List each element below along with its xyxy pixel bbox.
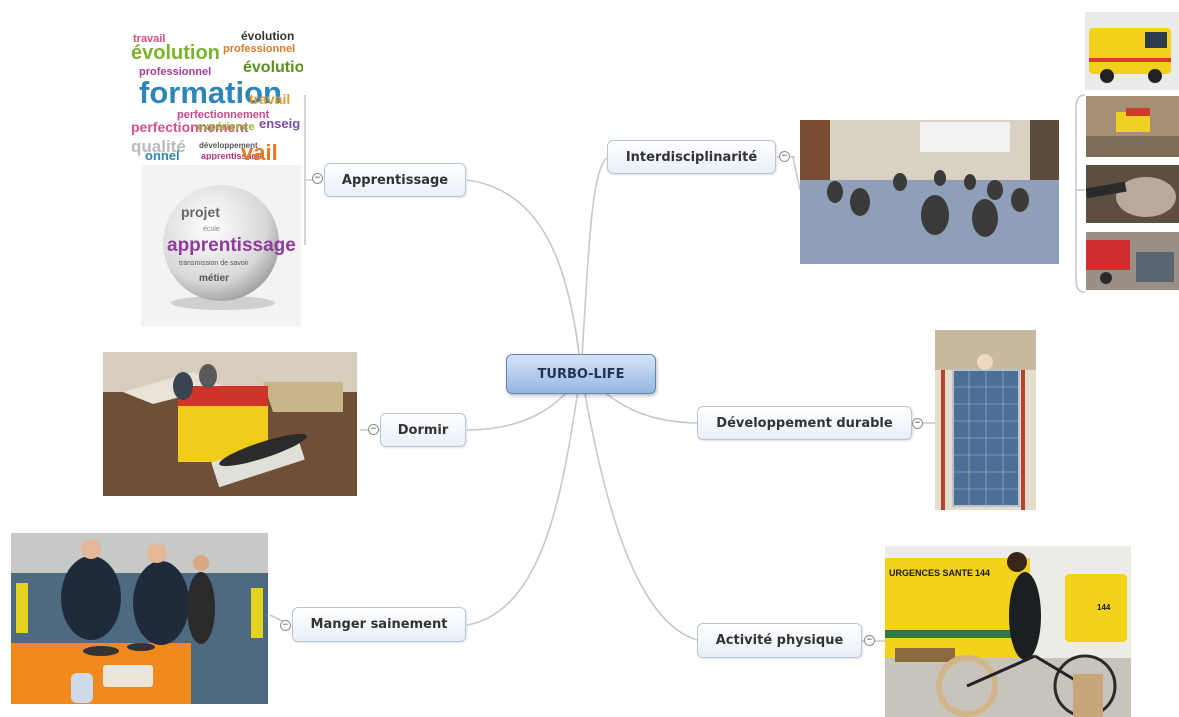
topic-developpement-durable[interactable]: Développement durable: [697, 406, 912, 440]
solar-panel-image: [935, 330, 1036, 510]
link-activite: [580, 371, 698, 641]
sphere-word: métier: [199, 273, 229, 284]
topic-apprentissage[interactable]: Apprentissage: [324, 163, 466, 197]
central-topic[interactable]: TURBO-LIFE: [506, 354, 656, 394]
collapse-developpement-icon[interactable]: −: [912, 418, 923, 429]
cloud-word: professionnel: [139, 66, 211, 78]
cloud-word: qualité: [131, 137, 186, 156]
link-apprentissage: [466, 179, 582, 373]
ambulance-text: URGENCES SANTE: [889, 568, 973, 578]
topic-dormir[interactable]: Dormir: [380, 413, 466, 447]
collapse-apprentissage-icon[interactable]: −: [312, 173, 323, 184]
collapse-manger-icon[interactable]: −: [280, 620, 291, 631]
bike-ambulance-image: URGENCES SANTE 144 144: [885, 546, 1131, 717]
word-cloud-image: travail évolution évolution professionne…: [131, 28, 303, 160]
sphere-word: école: [203, 226, 220, 233]
cloud-word: vail: [241, 140, 278, 160]
ambulance-number-right: 144: [1097, 603, 1111, 612]
topic-activite-physique[interactable]: Activité physique: [697, 623, 862, 658]
dormir-room-image: [103, 352, 357, 496]
link-interdisciplinarite: [580, 157, 608, 373]
apprentissage-sphere-image: projet école apprentissage transmission …: [141, 165, 301, 326]
cloud-word: évolution: [243, 59, 303, 76]
cloud-word: expérience: [197, 121, 254, 133]
sphere-word: projet: [181, 204, 220, 220]
kitchen-cooking-image: [11, 533, 268, 704]
metal-detail-image: [1086, 165, 1179, 223]
topic-interdisciplinarite[interactable]: Interdisciplinarité: [607, 140, 776, 174]
collapse-dormir-icon[interactable]: −: [368, 424, 379, 435]
cloud-word: enseig: [259, 116, 300, 131]
sphere-main-word: apprentissage: [167, 235, 296, 256]
cloud-word: développement: [199, 141, 258, 150]
cloud-word: évolution: [241, 29, 294, 43]
topic-manger-sainement[interactable]: Manger sainement: [292, 607, 466, 642]
ambulance-image: [1085, 12, 1179, 90]
ambulance-number: 144: [975, 568, 990, 578]
cloud-word: travail: [133, 33, 165, 45]
collapse-activite-icon[interactable]: −: [864, 635, 875, 646]
cloud-word: travail: [249, 91, 290, 107]
collapse-interdisciplinarite-icon[interactable]: −: [779, 151, 790, 162]
building-work-image: [1086, 232, 1179, 290]
cloud-word: évolution: [131, 42, 220, 64]
sphere-word: transmission de savoir: [179, 260, 249, 267]
workshop-table-image: [1086, 96, 1179, 157]
cloud-word: formation: [139, 75, 282, 110]
cloud-word: perfectionnement: [177, 109, 270, 121]
link-manger: [466, 371, 582, 626]
cloud-word: onnel: [145, 148, 180, 160]
classroom-circle-image: [800, 120, 1059, 264]
cloud-word: professionnel: [223, 43, 295, 55]
cloud-word: apprentissage: [201, 151, 262, 160]
cloud-word: perfectionnement: [131, 119, 249, 135]
